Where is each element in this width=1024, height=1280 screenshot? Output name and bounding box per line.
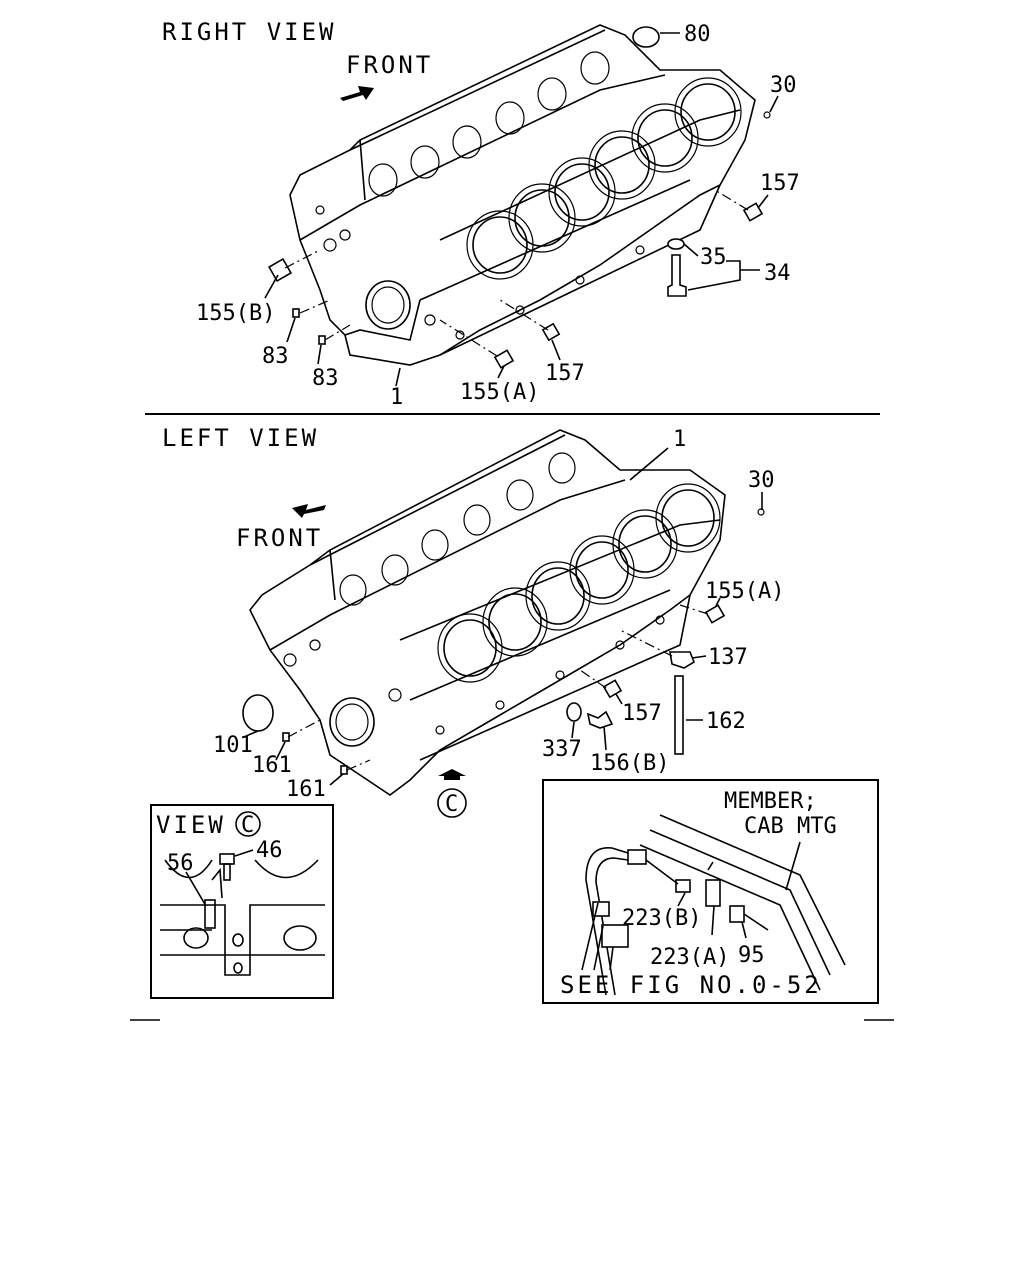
callout-161-a: 161 bbox=[252, 753, 292, 778]
callout-56: 56 bbox=[167, 851, 194, 876]
callout-155b: 155(B) bbox=[196, 301, 275, 326]
front-arrow-mid-icon bbox=[292, 504, 326, 518]
member-label-line2: CAB MTG bbox=[744, 814, 837, 839]
view-c-circle-icon bbox=[437, 788, 467, 818]
front-label-top: FRONT bbox=[346, 51, 433, 79]
callout-30-left: 30 bbox=[748, 468, 775, 493]
cab-mtg-box: MEMBER; CAB MTG 223(B) 223(A) bbox=[542, 779, 879, 1004]
callout-137: 137 bbox=[708, 645, 748, 670]
view-c-title-circle-icon bbox=[235, 811, 261, 837]
part-30-pin-left bbox=[757, 508, 765, 516]
part-161-dowel-b bbox=[340, 765, 348, 775]
callout-157-right-a: 157 bbox=[760, 171, 800, 196]
front-label-mid: FRONT bbox=[236, 524, 323, 552]
left-view-title: LEFT VIEW bbox=[162, 424, 319, 452]
cab-member-drawing bbox=[581, 814, 846, 996]
part-155a-plug-left bbox=[704, 604, 726, 624]
part-155a-plug bbox=[493, 349, 515, 369]
callout-223a: 223(A) bbox=[650, 945, 729, 970]
callout-101: 101 bbox=[213, 733, 253, 758]
part-155b-plug bbox=[267, 257, 293, 283]
part-156b-bolt bbox=[586, 710, 614, 729]
engine-block-right bbox=[289, 24, 756, 366]
part-337-washer bbox=[566, 702, 582, 722]
callout-view-c-letter: C bbox=[445, 792, 458, 817]
callout-80: 80 bbox=[684, 22, 711, 47]
view-c-arrow-icon bbox=[438, 769, 466, 780]
part-157-plug-b bbox=[541, 322, 561, 342]
part-83-dowel-a bbox=[292, 308, 300, 318]
part-162-pipe bbox=[674, 675, 684, 755]
callout-35: 35 bbox=[700, 245, 727, 270]
right-view-section: RIGHT VIEW FRONT bbox=[162, 18, 800, 410]
front-arrow-top-icon bbox=[340, 86, 374, 101]
callout-95: 95 bbox=[738, 943, 765, 968]
part-35-washer bbox=[667, 238, 685, 250]
callout-1-left: 1 bbox=[673, 427, 686, 452]
part-30-pin bbox=[763, 111, 771, 119]
part-137-fitting bbox=[669, 651, 695, 669]
callout-337: 337 bbox=[542, 737, 582, 762]
callout-34: 34 bbox=[764, 261, 791, 286]
callout-30-right: 30 bbox=[770, 73, 797, 98]
callout-83-b: 83 bbox=[312, 366, 339, 391]
engine-block-left bbox=[249, 429, 726, 796]
callout-155a-left: 155(A) bbox=[705, 579, 784, 604]
left-view-section: LEFT VIEW FRONT bbox=[162, 424, 784, 818]
part-101-seal bbox=[242, 694, 274, 732]
callout-1-right: 1 bbox=[390, 385, 403, 410]
view-c-drawing bbox=[160, 849, 325, 976]
leaders-left bbox=[245, 447, 763, 786]
callout-83-a: 83 bbox=[262, 344, 289, 369]
callout-157-right-b: 157 bbox=[545, 361, 585, 386]
right-view-title: RIGHT VIEW bbox=[162, 18, 337, 46]
callout-162: 162 bbox=[706, 709, 746, 734]
callout-156b: 156(B) bbox=[590, 751, 669, 776]
part-157-plug-left bbox=[602, 679, 623, 699]
part-34-bolt bbox=[667, 254, 687, 297]
callout-223b: 223(B) bbox=[622, 906, 701, 931]
see-fig-note: SEE FIG NO.0-52 bbox=[560, 971, 822, 999]
member-label-line1: MEMBER; bbox=[724, 789, 817, 814]
part-157-plug-a bbox=[742, 202, 764, 222]
view-c-title: VIEW bbox=[156, 811, 226, 839]
part-83-dowel-b bbox=[318, 335, 326, 345]
part-80-plug bbox=[632, 26, 660, 48]
callout-157-left: 157 bbox=[622, 701, 662, 726]
leaders-right bbox=[264, 32, 779, 387]
view-c-title-letter: C bbox=[241, 813, 254, 838]
callout-46: 46 bbox=[256, 838, 283, 863]
callout-161-b: 161 bbox=[286, 777, 326, 802]
view-c-box: VIEW C 56 46 bbox=[150, 804, 334, 999]
callout-155a-right: 155(A) bbox=[460, 380, 539, 405]
